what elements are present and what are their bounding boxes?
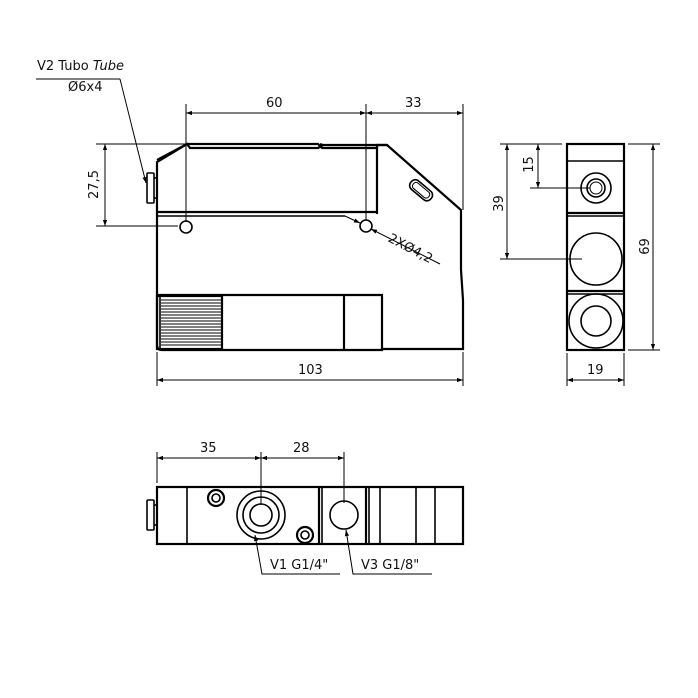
top-body — [155, 485, 465, 546]
port-v1-label: V1 G1/4" — [270, 558, 329, 573]
dim-28: 28 — [293, 441, 310, 456]
tube-size-label: Ø6x4 — [68, 80, 103, 95]
knurl-lines — [161, 299, 221, 346]
dim-35: 35 — [200, 441, 217, 456]
side-view — [36, 78, 465, 386]
tube-label: V2 Tubo Tube — [37, 60, 124, 73]
side-connector — [408, 178, 434, 202]
dim-27-5: 27,5 — [86, 170, 102, 199]
dim-39: 39 — [491, 195, 507, 212]
dim-33: 33 — [405, 96, 422, 111]
dim-15: 15 — [521, 156, 537, 173]
mount-hole-right — [359, 219, 373, 233]
mount-hole-left — [179, 220, 193, 234]
end-body — [565, 142, 626, 352]
tube-label-italic: Tube — [92, 59, 124, 74]
tube-fitting — [146, 172, 155, 204]
dim-60: 60 — [266, 96, 283, 111]
top-view — [146, 452, 465, 575]
dim-69: 69 — [637, 238, 653, 255]
port-v3-label: V3 G1/8" — [361, 558, 420, 573]
tube-label-plain: V2 Tubo — [37, 59, 93, 74]
dim-19: 19 — [587, 363, 604, 378]
end-view — [500, 142, 660, 386]
knurled-knob — [155, 294, 224, 351]
dim-103: 103 — [298, 363, 323, 378]
